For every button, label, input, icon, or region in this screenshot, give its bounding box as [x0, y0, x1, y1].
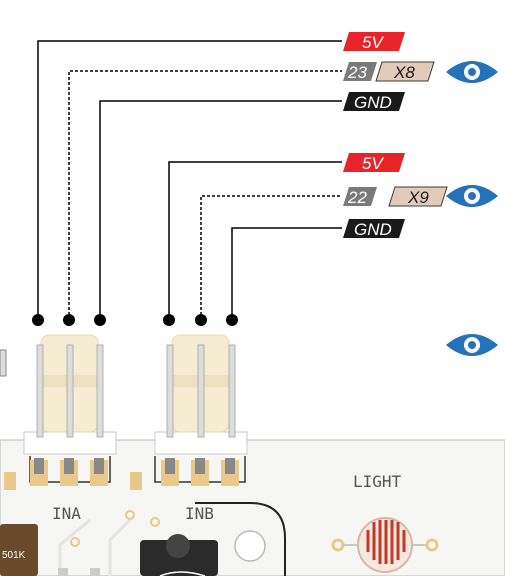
- label-signal-num-b: 22: [347, 188, 367, 207]
- pin-foot: [94, 458, 104, 474]
- connector-pin: [228, 344, 236, 438]
- wire-gnd-b: [231, 227, 342, 320]
- silkscreen-outline: [195, 502, 286, 576]
- pin-foot: [195, 458, 205, 474]
- wires-group-b: [163, 161, 342, 326]
- pad: [4, 472, 16, 490]
- ldr-zigzag: [366, 520, 406, 564]
- side-component: [0, 349, 7, 377]
- via: [70, 537, 80, 547]
- label-gnd-a: GND: [354, 93, 392, 112]
- wire-signal-a: [68, 70, 342, 320]
- tag-port-b: [388, 186, 448, 207]
- pin-foot: [64, 458, 74, 474]
- pin-foot: [34, 458, 44, 474]
- via: [125, 510, 135, 520]
- connector-ina: [23, 334, 117, 486]
- ic-package: [140, 540, 218, 576]
- wire-vcc-a: [37, 40, 342, 320]
- trace: [108, 518, 132, 576]
- trace: [58, 518, 91, 576]
- tag-gnd-a: [343, 92, 405, 111]
- eye-icon[interactable]: [446, 185, 498, 207]
- wire-end-dot: [163, 314, 175, 326]
- wires-group-a: [32, 40, 342, 326]
- label-5v-a: 5V: [362, 33, 384, 52]
- connector-inb: [154, 334, 248, 486]
- connector-pin: [36, 344, 44, 438]
- tag-gnd-b: [343, 219, 405, 238]
- label-5v-b: 5V: [362, 154, 384, 173]
- tag-5v-b: [343, 153, 405, 172]
- pad: [130, 472, 142, 490]
- eye-icon[interactable]: [446, 334, 498, 356]
- ic-mark: [159, 571, 206, 577]
- wire-gnd-a: [99, 100, 342, 320]
- label-port-b: X9: [407, 188, 429, 207]
- label-port-a: X8: [393, 63, 415, 82]
- connector-pin: [96, 344, 104, 438]
- pad: [58, 568, 68, 576]
- label-gnd-b: GND: [354, 220, 392, 239]
- tag-signal-num-a: [343, 62, 377, 81]
- resistor-code: 501K: [2, 550, 26, 561]
- tag-signal-num-b: [343, 187, 377, 206]
- pin-foot: [165, 458, 175, 474]
- wire-signal-b: [200, 195, 342, 320]
- wire-end-dot: [94, 314, 106, 326]
- pin-labels-a: 5V 23 X8 GND: [343, 32, 435, 112]
- connector-b-label: INB: [185, 504, 214, 523]
- pin-foot: [225, 458, 235, 474]
- via: [150, 517, 160, 527]
- tag-5v-a: [343, 32, 405, 51]
- pin-labels-b: 5V 22 X9 GND: [343, 153, 448, 239]
- wire-end-dot: [195, 314, 207, 326]
- pcb-board: 501K LIGHT INA INB: [0, 349, 505, 577]
- ic-dot: [166, 534, 190, 558]
- connector-pin: [166, 344, 174, 438]
- connector-pin: [197, 344, 205, 438]
- connector-a-label: INA: [52, 504, 81, 523]
- wire-end-dot: [226, 314, 238, 326]
- tag-port-a: [375, 61, 435, 82]
- eye-icon[interactable]: [446, 61, 498, 83]
- label-signal-num-a: 23: [347, 63, 367, 82]
- wire-end-dot: [63, 314, 75, 326]
- light-label: LIGHT: [353, 472, 402, 491]
- connector-pin: [66, 344, 74, 438]
- wire-end-dot: [32, 314, 44, 326]
- resistor-501k: [0, 524, 38, 576]
- push-button: [234, 530, 266, 562]
- pad: [90, 568, 100, 576]
- wire-vcc-b: [168, 161, 342, 320]
